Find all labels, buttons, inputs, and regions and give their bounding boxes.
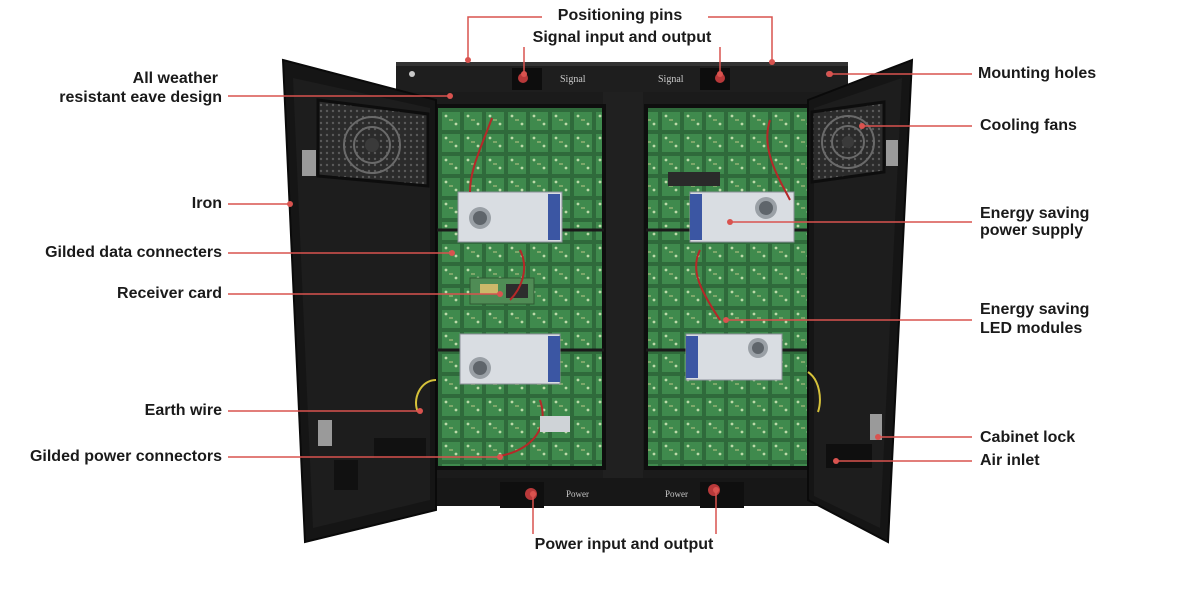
label-positioning-pins: Positioning pins [557, 7, 683, 24]
label-energy-led-line1: Energy saving [980, 301, 1090, 318]
leader-dots [287, 57, 881, 497]
label-energy-led-line2: LED modules [980, 320, 1083, 337]
label-energy-power-line2: power supply [980, 222, 1084, 239]
label-power-io: Power input and output [534, 536, 714, 553]
leader-positioning-pins-right [708, 16, 773, 62]
receiver-card [469, 277, 535, 305]
power-supply-unit-right-lower [685, 333, 783, 381]
label-energy-power-line1: Energy saving [980, 205, 1090, 222]
label-cooling-fans: Cooling fans [980, 117, 1077, 134]
power-supply-unit-right [689, 191, 795, 243]
signal-label-left: Signal [560, 74, 586, 85]
right-module-bay [644, 104, 816, 470]
power-supply-unit [457, 191, 563, 243]
label-gilded-data: Gilded data connecters [45, 244, 222, 261]
left-door [281, 58, 437, 544]
signal-label-right: Signal [658, 74, 684, 85]
leader-lines [228, 16, 972, 534]
power-supply-unit-lower [459, 333, 561, 385]
label-cabinet-lock: Cabinet lock [980, 429, 1076, 446]
label-gilded-power: Gilded power connectors [29, 448, 222, 465]
leader-positioning-pins-left [467, 16, 542, 60]
power-label-right: Power [665, 489, 688, 499]
label-mounting-holes: Mounting holes [978, 65, 1097, 82]
power-sockets: Power Power [500, 482, 744, 508]
top-rail: Signal Signal [396, 62, 848, 94]
label-iron: Iron [191, 195, 222, 212]
label-receiver-card: Receiver card [117, 285, 222, 302]
label-all-weather-line1: All weather [132, 70, 218, 87]
right-door [807, 58, 914, 544]
label-all-weather-line2: resistant eave design [59, 89, 222, 106]
label-earth-wire: Earth wire [144, 402, 222, 419]
cooling-fan-right [810, 100, 886, 184]
label-air-inlet: Air inlet [980, 452, 1040, 469]
label-signal-io: Signal input and output [532, 29, 712, 46]
left-module-bay [434, 104, 606, 470]
power-label-left: Power [566, 489, 589, 499]
cooling-fan-left [316, 98, 430, 188]
